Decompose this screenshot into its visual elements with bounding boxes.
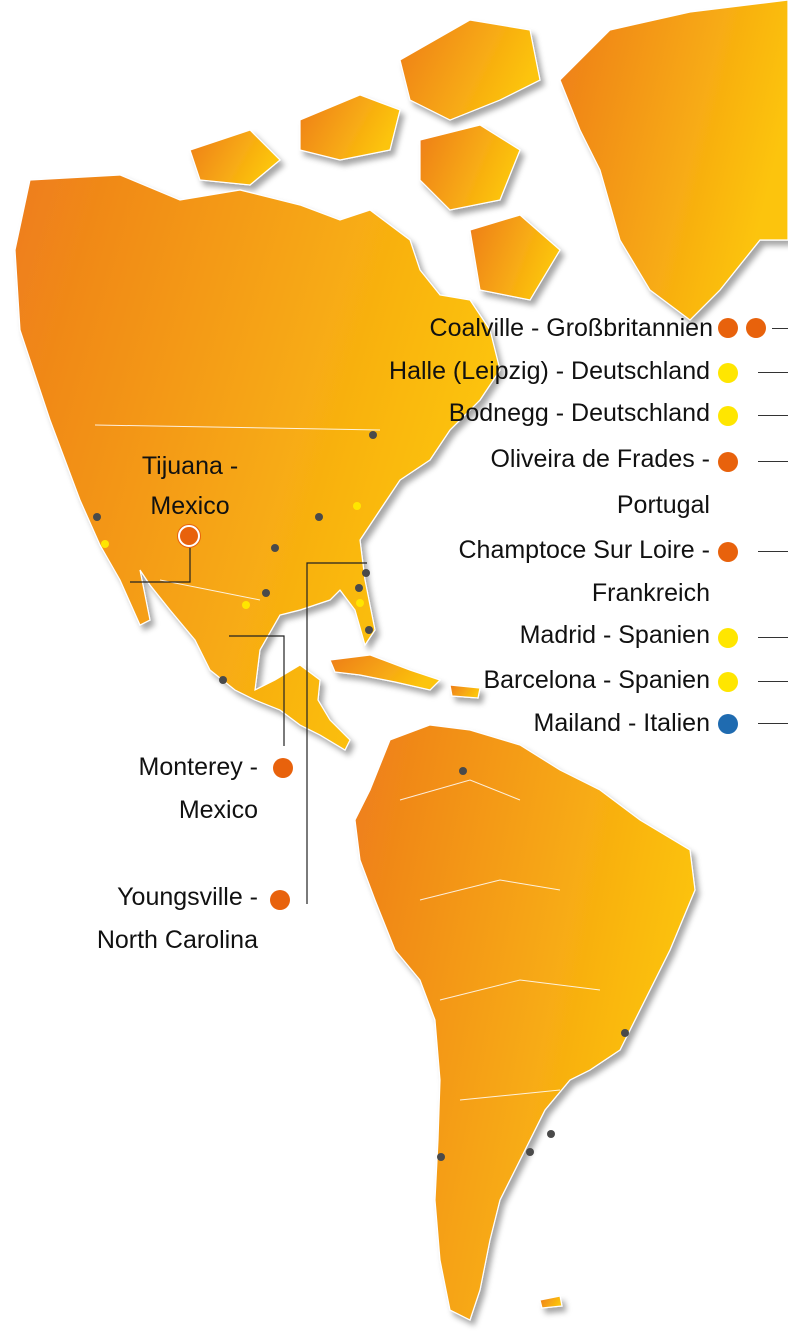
callout-tijuana-line2: Mexico bbox=[150, 492, 230, 520]
marker-madrid bbox=[718, 628, 738, 648]
greenland-shape bbox=[559, 0, 788, 321]
leader-oliveira bbox=[758, 461, 788, 462]
arctic-island-shape bbox=[399, 19, 541, 121]
legend-label-mailand: Mailand - Italien bbox=[533, 709, 710, 737]
arctic-island-shape bbox=[469, 214, 561, 301]
leader-madrid bbox=[758, 637, 788, 638]
caribbean-island-shape bbox=[449, 684, 481, 699]
marker-barcelona bbox=[718, 672, 738, 692]
leader-mailand bbox=[758, 723, 788, 724]
south-america-shape bbox=[354, 724, 696, 1321]
tijuana-leader bbox=[130, 548, 191, 583]
legend-label-madrid: Madrid - Spanien bbox=[519, 621, 710, 649]
leader-coalville bbox=[772, 328, 788, 329]
marker-champtoce bbox=[718, 542, 738, 562]
callout-monterey-line1: Monterey - bbox=[138, 753, 258, 781]
legend-label-halle: Halle (Leipzig) - Deutschland bbox=[389, 357, 710, 385]
marker-coalville-1 bbox=[718, 318, 738, 338]
callout-youngsville-line2: North Carolina bbox=[96, 926, 258, 954]
callout-monterey-line2: Mexico bbox=[178, 796, 258, 824]
marker-youngsville bbox=[270, 890, 290, 910]
arctic-island-shape bbox=[299, 94, 401, 161]
legend-label-bodnegg: Bodnegg - Deutschland bbox=[448, 399, 710, 427]
marker-halle bbox=[718, 363, 738, 383]
leader-halle bbox=[758, 372, 788, 373]
marker-mailand bbox=[718, 714, 738, 734]
legend-label-barcelona: Barcelona - Spanien bbox=[483, 666, 710, 694]
cuba-shape bbox=[329, 654, 442, 691]
arctic-island-shape bbox=[419, 124, 521, 211]
legend-label-oliveira-1: Oliveira de Frades - bbox=[490, 445, 710, 473]
legend-label-champtoce-2: Frankreich bbox=[591, 579, 710, 607]
leader-bodnegg bbox=[758, 415, 788, 416]
marker-coalville-2 bbox=[746, 318, 766, 338]
marker-oliveira bbox=[718, 452, 738, 472]
legend-label-champtoce-1: Champtoce Sur Loire - bbox=[458, 536, 710, 564]
leader-barcelona bbox=[758, 681, 788, 682]
monterey-leader bbox=[229, 635, 285, 746]
marker-bodnegg bbox=[718, 406, 738, 426]
marker-tijuana bbox=[178, 525, 200, 547]
arctic-island-shape bbox=[189, 129, 281, 186]
legend-label-coalville: Coalville - Großbritannien bbox=[429, 314, 713, 342]
marker-monterey bbox=[273, 758, 293, 778]
leader-champtoce bbox=[758, 551, 788, 552]
youngsville-leader bbox=[306, 562, 367, 904]
callout-tijuana-line1: Tijuana - bbox=[141, 452, 239, 480]
falkland-shape bbox=[539, 1295, 563, 1309]
callout-youngsville-line1: Youngsville - bbox=[117, 883, 258, 911]
legend-label-oliveira-2: Portugal bbox=[616, 491, 710, 519]
north-america-shape bbox=[14, 174, 501, 751]
